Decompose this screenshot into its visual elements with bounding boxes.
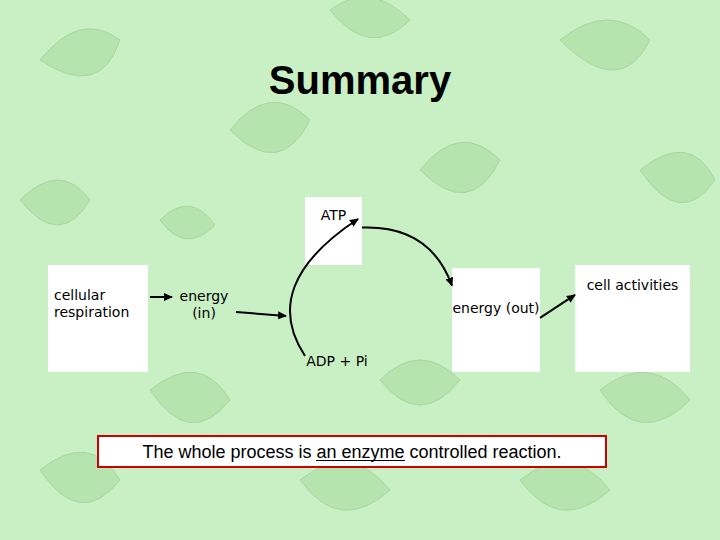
energy-label: energy (in) bbox=[168, 288, 240, 322]
slide-title: Summary bbox=[0, 58, 720, 103]
text-underline bbox=[316, 460, 404, 461]
flow-arrow bbox=[540, 295, 575, 318]
output-box: energy (out) bbox=[452, 268, 540, 372]
result-box: cell activities bbox=[575, 265, 690, 372]
node-text: energy (out) bbox=[452, 300, 540, 317]
molecule-box: ATP bbox=[305, 197, 362, 265]
input-arrow bbox=[150, 296, 172, 298]
node-text: ATP bbox=[305, 207, 362, 224]
note-box: The whole process is an enzyme controlle… bbox=[97, 435, 607, 468]
node-text: cell activities bbox=[575, 277, 690, 294]
process-box: cellular respiration bbox=[48, 265, 148, 372]
curved-arrow bbox=[362, 227, 452, 285]
node-text: cellular respiration bbox=[54, 287, 142, 321]
molecule-label: ADP + Pi bbox=[292, 353, 382, 370]
node-text: The whole process is an enzyme controlle… bbox=[99, 442, 605, 462]
energy-in-arrow bbox=[236, 312, 286, 316]
